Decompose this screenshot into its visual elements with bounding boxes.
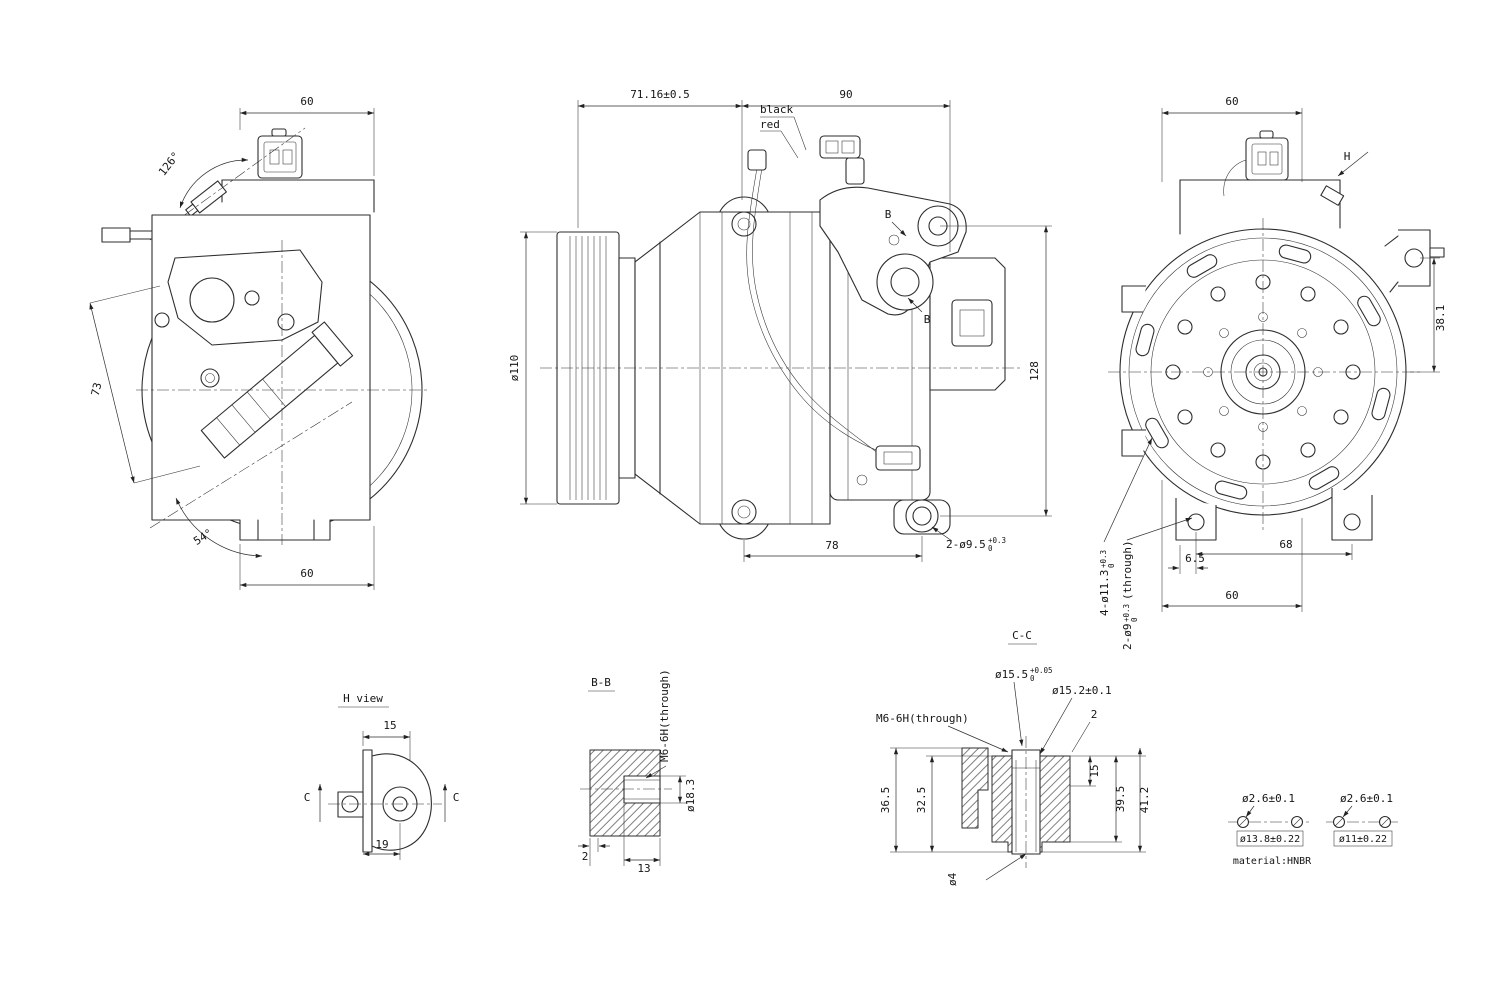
bore-callout: ø15.5 (995, 668, 1028, 681)
dim-label: 15 (383, 719, 396, 732)
h-view-drawing (328, 749, 442, 853)
dim-label: 60 (300, 95, 313, 108)
dim-label: 15 (1088, 764, 1101, 777)
bolt-holes (1165, 274, 1361, 470)
suction-port-cylinder (200, 321, 354, 459)
bore-tol-sup: +0.05 (1030, 666, 1053, 675)
dim-label: 60 (1225, 589, 1238, 602)
wire-label-black: black (760, 103, 793, 116)
callout-tol-sup: +0.3 (1099, 550, 1108, 568)
dim-label: 60 (300, 567, 313, 580)
callout-tol-sub: 0 (1107, 563, 1116, 568)
dim-label: 73 (89, 381, 105, 397)
section-marker-b: B (924, 313, 931, 326)
thread-callout: M6-6H(through) (876, 712, 969, 725)
dim-label: 90 (839, 88, 852, 101)
hole-callout-tol-sup: +0.3 (988, 536, 1006, 545)
dim-label: 71.16±0.5 (630, 88, 690, 101)
view-marker-h: H (1344, 150, 1351, 163)
dim-label: 2 (582, 850, 589, 863)
seal-details: ø2.6±0.1 ø13.8±0.22 material:HNBR ø2.6±0… (1228, 792, 1398, 867)
lower-connector (875, 445, 921, 471)
callout-suffix: (through) (1121, 540, 1134, 600)
callout-feet-holes: 2-ø9 +0.3 0 (through) (1121, 540, 1139, 650)
manifold-block (929, 257, 1006, 391)
slanted-stud (185, 180, 227, 217)
dim-label: 38.1 (1434, 305, 1447, 332)
wire-connector (819, 135, 861, 159)
h-view-dimensions: 15 C C 19 (304, 719, 460, 860)
material-note: material:HNBR (1233, 856, 1312, 867)
dim-label: 128 (1028, 361, 1041, 381)
seal-2: ø2.6±0.1 ø11±0.22 (1326, 792, 1398, 847)
bb-dimensions: M6-6H(through) ø18.3 2 13 (578, 669, 697, 875)
callout-text: 4-ø11.3 (1098, 570, 1111, 616)
counterbore-callout: ø15.2±0.1 (1052, 684, 1112, 697)
section-marker-c: C (304, 791, 311, 804)
side-view: 60 126° 73 54° 60 (89, 95, 430, 590)
dim-label: 60 (1225, 95, 1238, 108)
view-title: H view (343, 692, 383, 705)
dim-label: 68 (1279, 538, 1292, 551)
dim-label: 32.5 (915, 787, 928, 814)
dim-label: 2 (1091, 708, 1098, 721)
bb-section: B-B M6-6H(through) ø18.3 2 13 (578, 669, 697, 875)
cc-section: C-C ø15.5 +0.05 0 ø15.2±0.1 2 M6-6H(thro… (876, 629, 1151, 886)
callout-tol-sub: 0 (1130, 617, 1139, 622)
thread-callout: M6-6H(through) (658, 669, 671, 762)
seal-cs-label: ø2.6±0.1 (1242, 792, 1295, 805)
side-bolt (101, 227, 131, 243)
front-view: 71.16±0.5 90 black red ø110 B B 128 (508, 88, 1052, 562)
dim-label: 13 (637, 862, 650, 875)
callout-text: 2-ø9 (1121, 624, 1134, 651)
stud-bolt (1320, 185, 1345, 206)
dim-label: 39.5 (1114, 786, 1127, 813)
section-title: C-C (1012, 629, 1032, 642)
dim-label: ø110 (508, 355, 521, 382)
rear-view-drawing (1108, 130, 1445, 541)
callout-tol-sup: +0.3 (1122, 604, 1131, 622)
seal-1: ø2.6±0.1 ø13.8±0.22 material:HNBR (1228, 792, 1312, 867)
hole-callout-tol-sub: 0 (988, 544, 993, 553)
cc-drawing (961, 736, 1071, 868)
slot-holes (1135, 244, 1391, 500)
section-title: B-B (591, 676, 611, 689)
dim-label: 19 (375, 838, 388, 851)
front-view-dimensions: 71.16±0.5 90 black red ø110 B B 128 (508, 88, 1052, 562)
cc-dimensions: ø15.5 +0.05 0 ø15.2±0.1 2 M6-6H(through)… (876, 666, 1151, 886)
angle-label: 126° (156, 149, 183, 178)
dim-label: ø4 (946, 872, 959, 886)
dim-label: 78 (825, 539, 838, 552)
section-marker-b: B (885, 208, 892, 221)
seal-dia-label: ø13.8±0.22 (1240, 834, 1300, 845)
callout-slots: 4-ø11.3 +0.3 0 (1098, 550, 1116, 616)
seal-dia-label: ø11±0.22 (1339, 834, 1387, 845)
dim-label: ø18.3 (684, 779, 697, 812)
rear-view: 60 H 38.1 6.5 68 60 4-ø11.3 (1098, 95, 1447, 650)
rear-view-dimensions: 60 H 38.1 6.5 68 60 4-ø11.3 (1098, 95, 1447, 650)
hole-callout: 2-ø9.5 (946, 538, 986, 551)
section-marker-c: C (453, 791, 460, 804)
seal-cs-label: ø2.6±0.1 (1340, 792, 1393, 805)
wire-label-red: red (760, 118, 780, 131)
bb-drawing (580, 749, 672, 837)
wire-harness (746, 167, 883, 453)
angle-label: 54° (191, 526, 215, 548)
h-view: H view 15 C C 19 (304, 692, 460, 860)
side-view-drawing (101, 127, 430, 545)
bore-tol-sub: 0 (1030, 674, 1035, 683)
dim-label: 36.5 (879, 787, 892, 814)
front-view-drawing (540, 135, 1020, 540)
dim-label: 41.2 (1138, 787, 1151, 814)
